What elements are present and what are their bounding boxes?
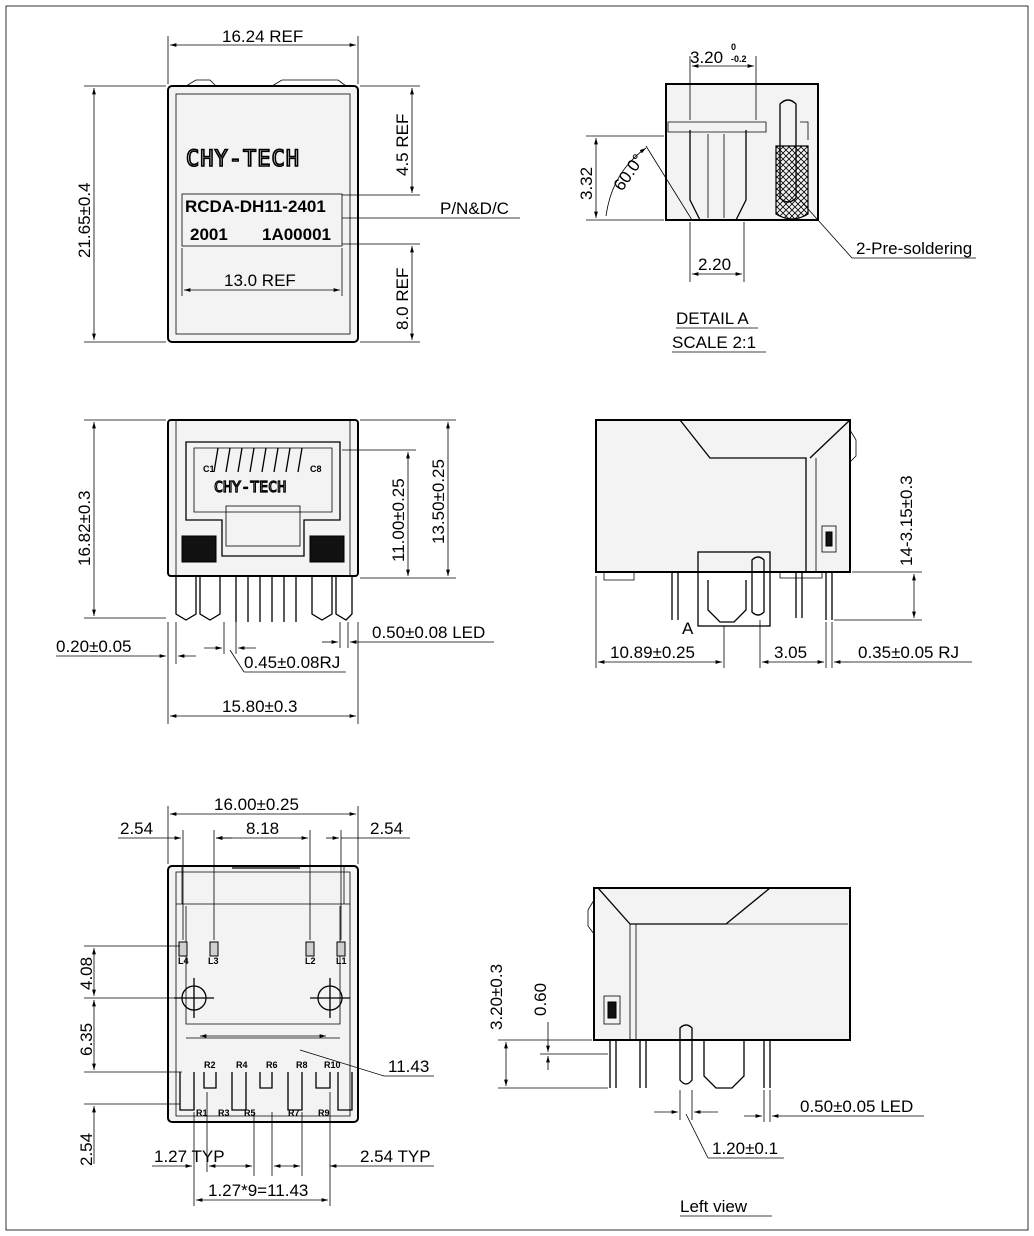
label-date-code: 2001 — [190, 225, 228, 244]
dim-13-50: 13.50±0.25 — [429, 459, 448, 544]
label-box — [181, 193, 343, 247]
side-view-body — [595, 419, 851, 573]
rj-pin-pads — [179, 1072, 353, 1111]
detail-ref-a: A — [682, 619, 694, 638]
pin-r2: R2 — [204, 1060, 216, 1070]
dim-15-80: 15.80±0.3 — [222, 697, 298, 716]
dim-6-35: 6.35 — [77, 1023, 96, 1056]
dim-pitch: 1.27*9=11.43 — [208, 1181, 308, 1200]
detail-a: 3.20 0 -0.2 3.32 60.0° 2.20 2-Pre-solder… — [577, 42, 976, 353]
detail-tol-upper: 0 — [731, 42, 736, 52]
side-view: A 14-3.15±0.3 10.89±0.25 3.05 0.35±0.05 … — [595, 419, 972, 668]
pin-r10: R10 — [324, 1060, 341, 1070]
pin-r6: R6 — [266, 1060, 278, 1070]
pin-r1: R1 — [196, 1108, 208, 1118]
led-left — [181, 535, 217, 563]
top-view: CHY-TECH RCDA-DH11-2401 2001 1A00001 16.… — [75, 27, 520, 343]
detail-dim-3-20: 3.20 — [690, 48, 723, 67]
dim-4-5-ref: 4.5 REF — [393, 114, 412, 176]
dim-11-00: 11.00±0.25 — [389, 478, 408, 562]
bottom-view-body — [167, 865, 359, 1123]
dim-0-35-rj: 0.35±0.05 RJ — [858, 643, 959, 662]
dim-10-89: 10.89±0.25 — [610, 643, 695, 662]
left-view: 3.20±0.3 0.60 0.50±0.05 LED 1.20±0.1 Lef… — [487, 887, 924, 1217]
dim-1-20: 1.20±0.1 — [712, 1139, 778, 1158]
dim-1-27-typ: 1.27 TYP — [154, 1147, 225, 1166]
left-view-title: Left view — [680, 1197, 748, 1216]
dim-8-18: 8.18 — [246, 819, 279, 838]
label-part-number: RCDA-DH11-2401 — [185, 197, 326, 216]
rj45-contacts — [213, 447, 303, 473]
top-logo: CHY-TECH — [186, 147, 300, 172]
dim-4-08: 4.08 — [77, 957, 96, 990]
detail-angle: 60.0° — [610, 151, 648, 195]
label-lot: 1A00001 — [262, 225, 331, 244]
dim-21-65: 21.65±0.4 — [75, 182, 94, 258]
callout-pn-dc: P/N&D/C — [440, 199, 509, 218]
dim-left-2-54: 2.54 — [120, 819, 153, 838]
front-legs — [175, 576, 353, 622]
dim-3-05: 3.05 — [774, 643, 807, 662]
dim-0-20: 0.20±0.05 — [56, 637, 132, 656]
front-view: C1 C8 CHY-TECH 16.82±0.3 11.00±0 — [56, 419, 494, 724]
dim-13-0-ref: 13.0 REF — [224, 271, 296, 290]
pin-r5: R5 — [244, 1108, 256, 1118]
pin-l4: L4 — [178, 956, 189, 966]
detail-tol-lower: -0.2 — [731, 54, 747, 64]
pin-r4: R4 — [236, 1060, 248, 1070]
detail-dim-2-20: 2.20 — [698, 255, 731, 274]
dim-0-50-led: 0.50±0.08 LED — [372, 623, 485, 642]
dim-0-60: 0.60 — [531, 983, 550, 1016]
left-view-body — [593, 887, 851, 1041]
locating-post-right — [310, 978, 350, 1018]
dim-11-43: 11.43 — [388, 1057, 429, 1076]
pin-l1: L1 — [336, 956, 347, 966]
pin-r8: R8 — [296, 1060, 308, 1070]
pin-r9: R9 — [318, 1108, 330, 1118]
top-view-body — [167, 85, 359, 343]
detail-scale: SCALE 2:1 — [672, 333, 756, 352]
dim-2-54-typ: 2.54 TYP — [360, 1147, 431, 1166]
page-border — [5, 5, 1029, 1231]
contact-c1: C1 — [203, 464, 215, 474]
pin-l2: L2 — [305, 956, 316, 966]
dim-14-3-15: 14-3.15±0.3 — [897, 475, 916, 566]
detail-callout-presoldering: 2-Pre-soldering — [856, 239, 972, 258]
contact-c8: C8 — [310, 464, 322, 474]
dim-right-2-54: 2.54 — [370, 819, 403, 838]
front-logo: CHY-TECH — [214, 478, 286, 496]
locating-post-left — [174, 978, 214, 1018]
detail-dim-3-32: 3.32 — [577, 167, 596, 200]
pin-l3: L3 — [208, 956, 219, 966]
bottom-view: L4 L3 L2 L1 R2 R4 R6 R8 R10 R1 R3 R5 — [77, 795, 434, 1206]
dim-vertical-2-54: 2.54 — [77, 1133, 96, 1166]
dim-16-82: 16.82±0.3 — [75, 490, 94, 566]
led-right — [309, 535, 345, 563]
dim-3-20: 3.20±0.3 — [487, 964, 506, 1030]
dim-16-24-ref: 16.24 REF — [222, 27, 303, 46]
dim-0-45-rj: 0.45±0.08RJ — [244, 653, 340, 672]
pin-r7: R7 — [288, 1108, 300, 1118]
dim-16-00: 16.00±0.25 — [214, 795, 299, 814]
pin-r3: R3 — [218, 1108, 230, 1118]
dim-left-0-50-led: 0.50±0.05 LED — [800, 1097, 913, 1116]
dim-8-0-ref: 8.0 REF — [393, 268, 412, 330]
detail-title: DETAIL A — [676, 309, 749, 328]
